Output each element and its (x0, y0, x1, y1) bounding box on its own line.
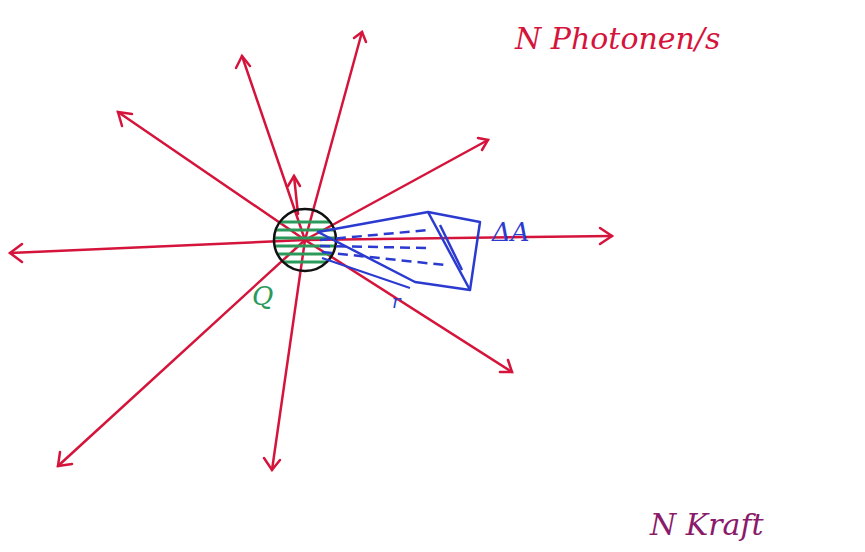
force-label: N Kraft (650, 508, 764, 541)
solid-angle-cone (318, 212, 480, 290)
photon-rays (10, 32, 612, 470)
area-label: ΔA (492, 218, 530, 247)
charge-label: Q (252, 282, 273, 311)
radius-label: r (392, 292, 401, 312)
photon-rate-label: N Photonen/s (515, 22, 720, 55)
